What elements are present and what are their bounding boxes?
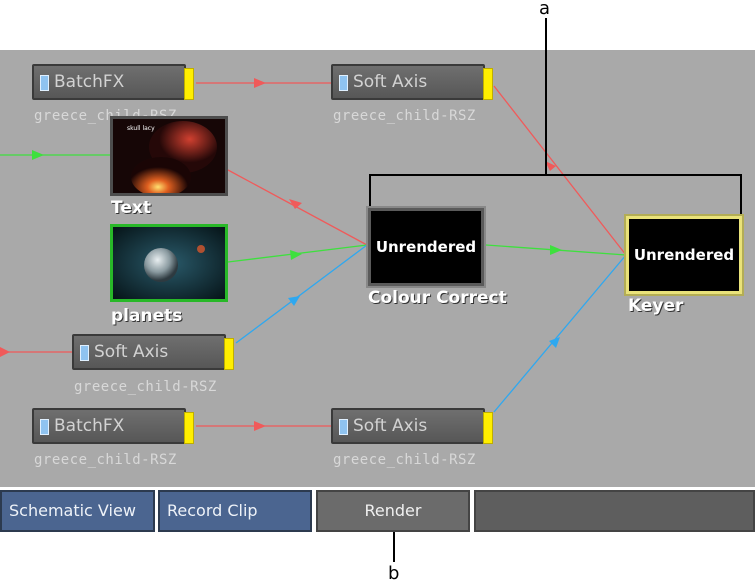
proxy-icon bbox=[40, 419, 49, 435]
render-status: Unrendered bbox=[633, 246, 735, 264]
planets-clip[interactable] bbox=[110, 224, 228, 302]
text-clip[interactable]: skull lacy bbox=[110, 116, 228, 196]
output-tab[interactable] bbox=[224, 338, 234, 370]
proxy-icon bbox=[40, 75, 49, 91]
schematic-view-button[interactable]: Schematic View bbox=[0, 490, 155, 532]
callout-label-b: b bbox=[388, 563, 400, 584]
node-label: BatchFX bbox=[54, 72, 125, 92]
callout-label-a: a bbox=[539, 0, 551, 19]
output-tab[interactable] bbox=[483, 412, 493, 444]
output-tab[interactable] bbox=[184, 412, 194, 444]
keyer-node[interactable]: Unrendered bbox=[626, 216, 742, 294]
colour-correct-node[interactable]: Unrendered bbox=[368, 208, 484, 286]
text-clip-thumbnail bbox=[113, 119, 225, 193]
soft-axis-node-mid[interactable]: Soft Axis bbox=[72, 334, 234, 370]
node-sublabel: greece_child-RSZ bbox=[333, 452, 476, 468]
planets-clip-caption: planets bbox=[111, 306, 183, 326]
node-sublabel: greece_child-RSZ bbox=[333, 108, 476, 124]
proxy-icon bbox=[80, 345, 89, 361]
record-clip-button[interactable]: Record Clip bbox=[158, 490, 312, 532]
node-label: Soft Axis bbox=[353, 416, 428, 436]
batchfx-node-top[interactable]: BatchFX bbox=[32, 64, 194, 100]
output-tab[interactable] bbox=[483, 68, 493, 100]
empty-panel-button bbox=[474, 490, 755, 532]
proxy-icon bbox=[339, 419, 348, 435]
colour-correct-caption: Colour Correct bbox=[368, 288, 507, 308]
node-label: Soft Axis bbox=[94, 342, 169, 362]
output-tab[interactable] bbox=[184, 68, 194, 100]
node-sublabel: greece_child-RSZ bbox=[74, 379, 217, 395]
soft-axis-node-top[interactable]: Soft Axis bbox=[331, 64, 493, 100]
keyer-caption: Keyer bbox=[628, 296, 684, 316]
soft-axis-node-bottom[interactable]: Soft Axis bbox=[331, 408, 493, 444]
text-clip-overlay-text: skull lacy bbox=[127, 125, 155, 132]
text-clip-caption: Text bbox=[111, 198, 151, 218]
render-button[interactable]: Render bbox=[316, 490, 470, 532]
node-label: BatchFX bbox=[54, 416, 125, 436]
batchfx-node-bottom[interactable]: BatchFX bbox=[32, 408, 194, 444]
proxy-icon bbox=[339, 75, 348, 91]
render-status: Unrendered bbox=[375, 238, 477, 256]
node-label: Soft Axis bbox=[353, 72, 428, 92]
node-sublabel: greece_child-RSZ bbox=[34, 452, 177, 468]
planets-clip-thumbnail bbox=[113, 227, 225, 299]
